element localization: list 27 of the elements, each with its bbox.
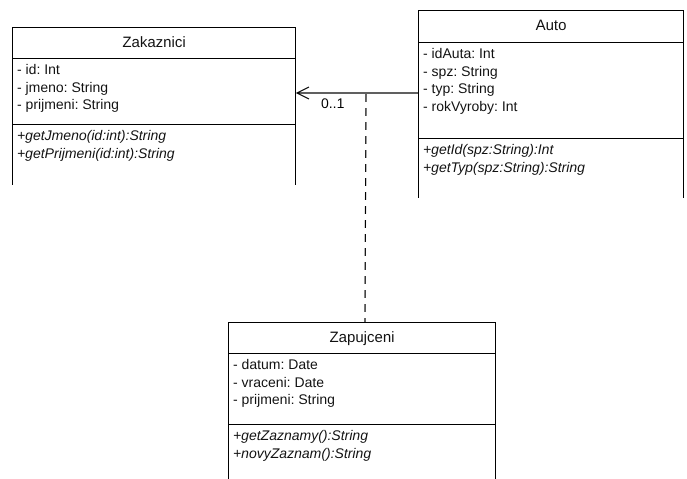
- attribute-text: - typ: String: [423, 80, 495, 98]
- attribute-text: - rokVyroby: Int: [423, 98, 518, 115]
- attribute-text: - spz: String: [423, 62, 498, 80]
- dashed-line: [364, 94, 367, 322]
- class-name: Zapujceni: [329, 329, 395, 346]
- class-box: [418, 10, 684, 198]
- operation-text: +novyZaznam():String: [233, 444, 372, 462]
- attribute-text: - prijmeni: String: [233, 391, 335, 408]
- class-box: [228, 322, 496, 479]
- attribute-text: - vraceni: Date: [233, 374, 324, 391]
- class-name: Zakaznici: [122, 34, 186, 52]
- operations-compartment: [419, 138, 683, 198]
- operations-compartment: [13, 124, 295, 185]
- attribute-text: - prijmeni: String: [17, 96, 119, 114]
- operation-text: +getJmeno(id:int):String: [17, 127, 166, 144]
- attribute-text: - datum: Date: [233, 356, 318, 374]
- operation-text: +getZaznamy():String: [233, 427, 368, 444]
- association-arrow: [296, 86, 418, 100]
- attribute-text: - id: Int: [17, 61, 60, 78]
- class-name: Auto: [536, 17, 566, 34]
- operation-text: +getTyp(spz:String):String: [423, 158, 585, 176]
- class-box: [12, 27, 296, 185]
- attribute-text: - jmeno: String: [17, 78, 108, 96]
- attribute-text: - idAuta: Int: [423, 45, 495, 62]
- multiplicity-label: 0..1: [320, 96, 346, 111]
- operation-text: +getPrijmeni(id:int):String: [17, 144, 175, 162]
- operation-text: +getId(spz:String):Int: [423, 141, 554, 158]
